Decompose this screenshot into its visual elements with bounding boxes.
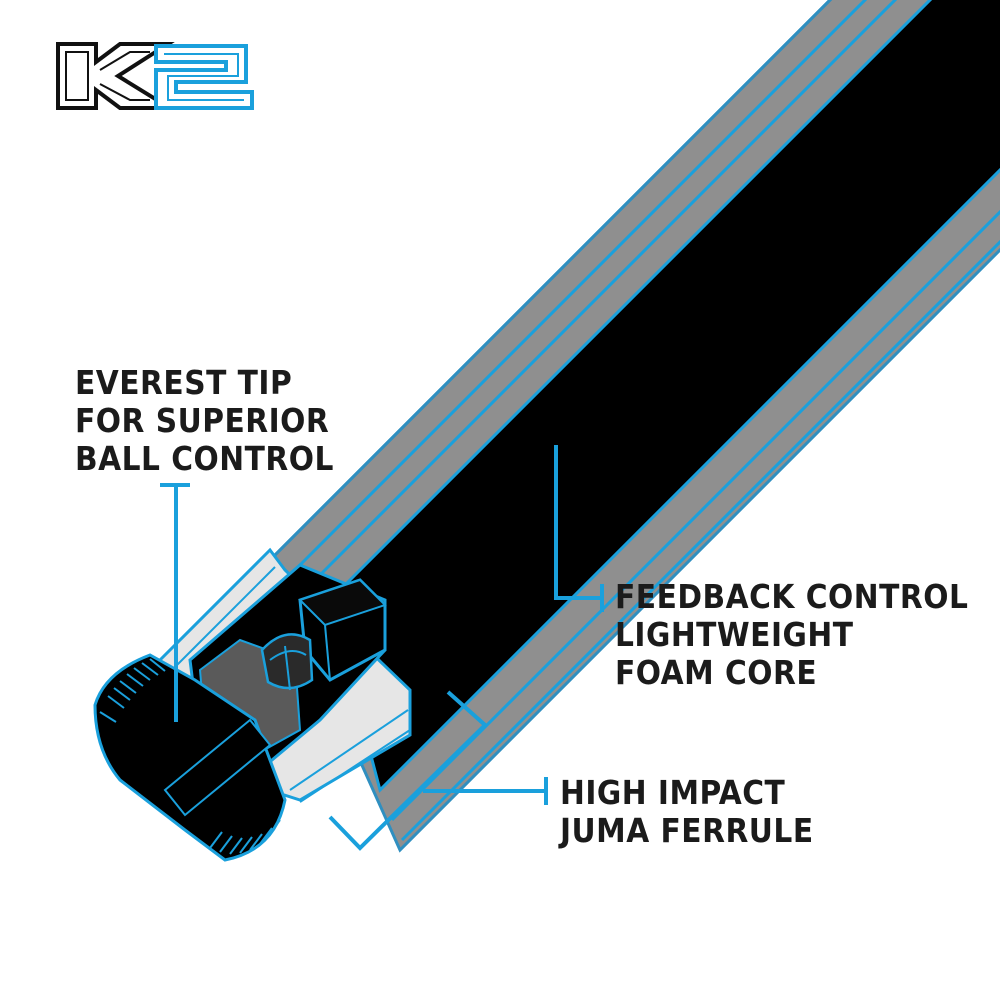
logo-2-digit bbox=[154, 44, 254, 110]
tip-callout-line: FOR SUPERIOR bbox=[75, 401, 330, 440]
core-callout-line: LIGHTWEIGHT bbox=[615, 615, 854, 654]
shaft-stripe-line bbox=[293, 0, 917, 572]
core-callout-label: FEEDBACK CONTROL LIGHTWEIGHT FOAM CORE bbox=[615, 578, 968, 692]
ferrule-callout-label: HIGH IMPACT JUMA FERRULE bbox=[560, 774, 814, 850]
cue-shaft bbox=[268, 0, 1000, 853]
k2-logo bbox=[56, 42, 254, 110]
tip-body bbox=[93, 653, 287, 862]
shaft-stripe-line bbox=[390, 160, 1000, 822]
logo-k-letter bbox=[56, 42, 178, 110]
ferrule-callout-line: HIGH IMPACT bbox=[560, 773, 786, 812]
core-callout-line: FEEDBACK CONTROL bbox=[615, 577, 969, 616]
everest-tip bbox=[93, 653, 287, 862]
shaft-stripe-line bbox=[400, 190, 1000, 842]
ferrule-leader bbox=[328, 690, 548, 851]
tip-callout-label: EVEREST TIP FOR SUPERIOR BALL CONTROL bbox=[75, 364, 334, 478]
tip-callout-line: EVEREST TIP bbox=[75, 363, 293, 402]
core-callout-line: FOAM CORE bbox=[615, 653, 818, 692]
tip-callout-line: BALL CONTROL bbox=[75, 439, 334, 478]
tip-grooves bbox=[99, 658, 281, 855]
ferrule-callout-line: JUMA FERRULE bbox=[560, 811, 814, 850]
shaft-stripe-line bbox=[308, 0, 937, 587]
tip-leader bbox=[160, 483, 190, 722]
core-leader bbox=[554, 445, 604, 612]
